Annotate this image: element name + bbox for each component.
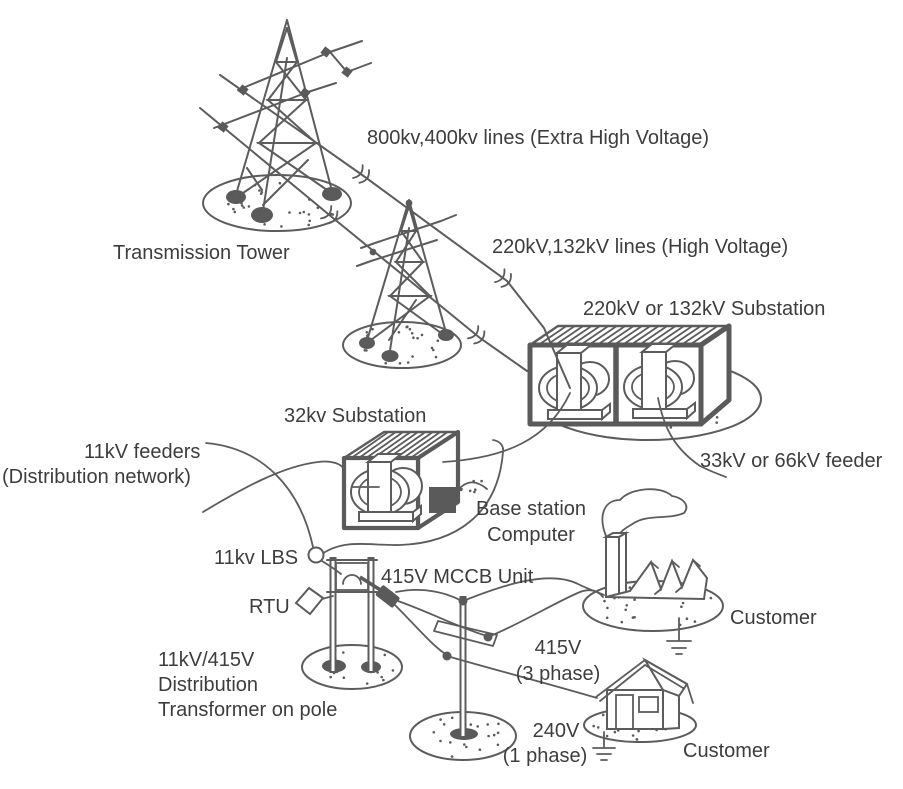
factory-icon <box>601 488 709 655</box>
transformer-icon <box>350 453 423 524</box>
mccb-icon <box>359 575 400 608</box>
label-mccb: 415V MCCB Unit <box>381 566 534 588</box>
label-feeder-33-66: 33kV or 66kV feeder <box>700 450 883 472</box>
distribution-pole-icon <box>433 596 498 740</box>
feeder-to-mv-substation <box>442 392 571 463</box>
mv-substation-site-loop <box>321 439 505 555</box>
label-customer-factory: Customer <box>730 607 817 629</box>
label-transmission-tower: Transmission Tower <box>113 242 290 264</box>
base-station-computer-icon <box>429 487 456 513</box>
label-rtu: RTU <box>249 596 290 618</box>
label-415v-2: (3 phase) <box>516 663 601 685</box>
rtu-icon <box>294 586 334 616</box>
label-mv-substation: 32kv Substation <box>284 405 426 427</box>
label-240v-2: (1 phase) <box>503 745 588 767</box>
house-icon <box>592 657 694 761</box>
label-dist-tx-2: Distribution <box>158 674 258 696</box>
label-dist-tx-1: 11kV/415V <box>158 649 255 671</box>
feeder-33-66-pointer <box>657 397 727 478</box>
mv-substation-icon <box>341 429 488 531</box>
label-base-station-2: Computer <box>487 524 575 546</box>
wire-240v-house <box>446 655 598 699</box>
label-hv-lines: 220kV,132kV lines (High Voltage) <box>492 236 788 258</box>
label-ehv-lines: 800kv,400kv lines (Extra High Voltage) <box>367 127 709 149</box>
feeder-11kv-curve-b <box>202 460 345 513</box>
lbs-switch-icon <box>307 546 325 564</box>
label-11kv-feeders-2: (Distribution network) <box>2 466 191 488</box>
feeder-curves <box>202 392 727 555</box>
transmission-tower-1-icon <box>213 19 372 223</box>
pole-transformer-icon <box>322 557 381 673</box>
label-lbs: 11kv LBS <box>214 547 298 569</box>
feeder-11kv-curve-a <box>205 442 314 548</box>
hv-substation-icon <box>527 323 732 427</box>
labels: 800kv,400kv lines (Extra High Voltage) 2… <box>2 127 883 767</box>
house-earth-icon <box>592 731 616 761</box>
label-base-station-1: Base station <box>476 498 586 520</box>
label-11kv-feeders-1: 11kV feeders <box>84 441 200 463</box>
lbs-connector <box>321 560 342 575</box>
label-dist-tx-3: Transformer on pole <box>158 699 337 721</box>
label-customer-house: Customer <box>683 740 770 762</box>
label-240v-1: 240V <box>533 720 580 742</box>
pole-transformer-ground <box>301 644 403 690</box>
transformer-icon <box>623 343 696 421</box>
transmission-lines <box>199 74 571 389</box>
factory-earth-icon <box>666 617 692 655</box>
label-415v-1: 415V <box>535 637 582 659</box>
service-wires <box>391 577 605 699</box>
label-hv-substation: 220kV or 132kV Substation <box>583 298 825 320</box>
transformer-icon <box>538 344 611 422</box>
